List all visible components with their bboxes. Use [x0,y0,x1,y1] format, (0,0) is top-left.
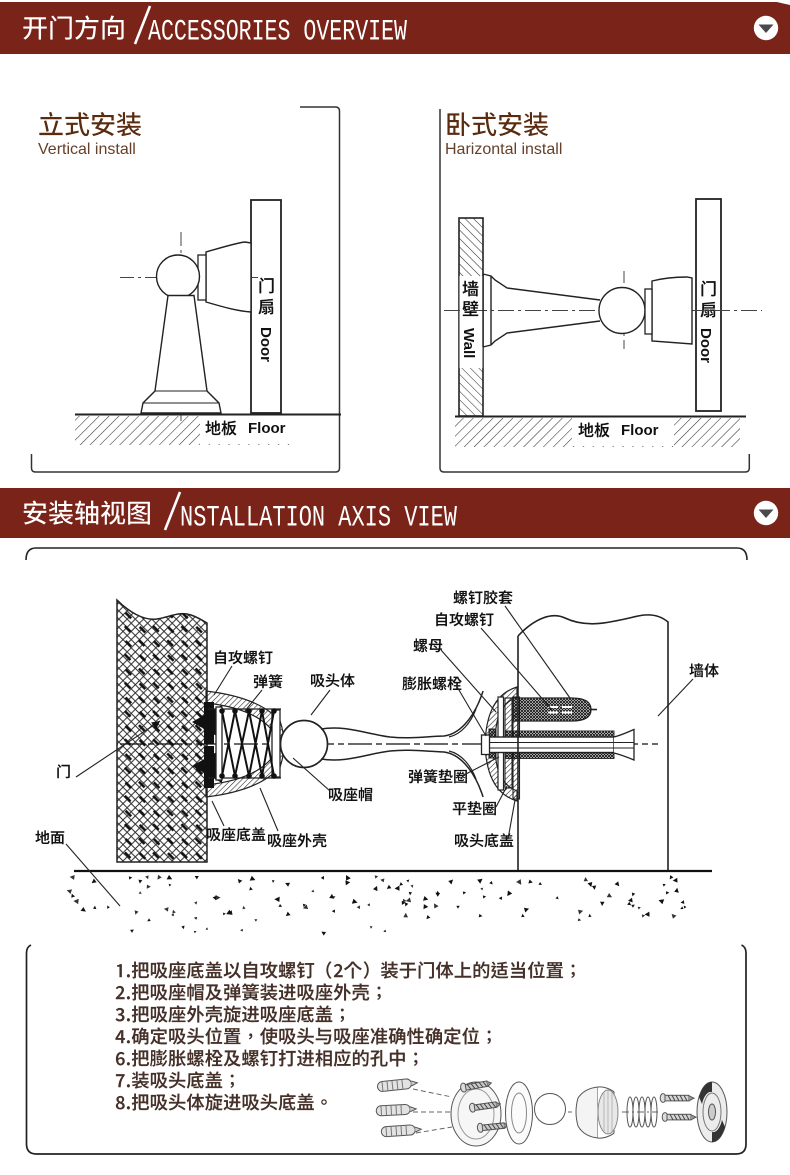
svg-text:ACCESSORIES OVERVIEW: ACCESSORIES OVERVIEW [148,16,407,50]
svg-text:Door: Door [697,328,714,363]
svg-text:NSTALLATION AXIS VIEW: NSTALLATION AXIS VIEW [180,502,457,536]
svg-text:Floor: Floor [248,420,286,437]
svg-text:Harizontal install: Harizontal install [445,141,562,158]
svg-text:Vertical install: Vertical install [38,141,136,158]
svg-text:Floor: Floor [621,422,659,439]
svg-text:Door: Door [257,327,274,362]
svg-text:Wall: Wall [460,328,477,358]
